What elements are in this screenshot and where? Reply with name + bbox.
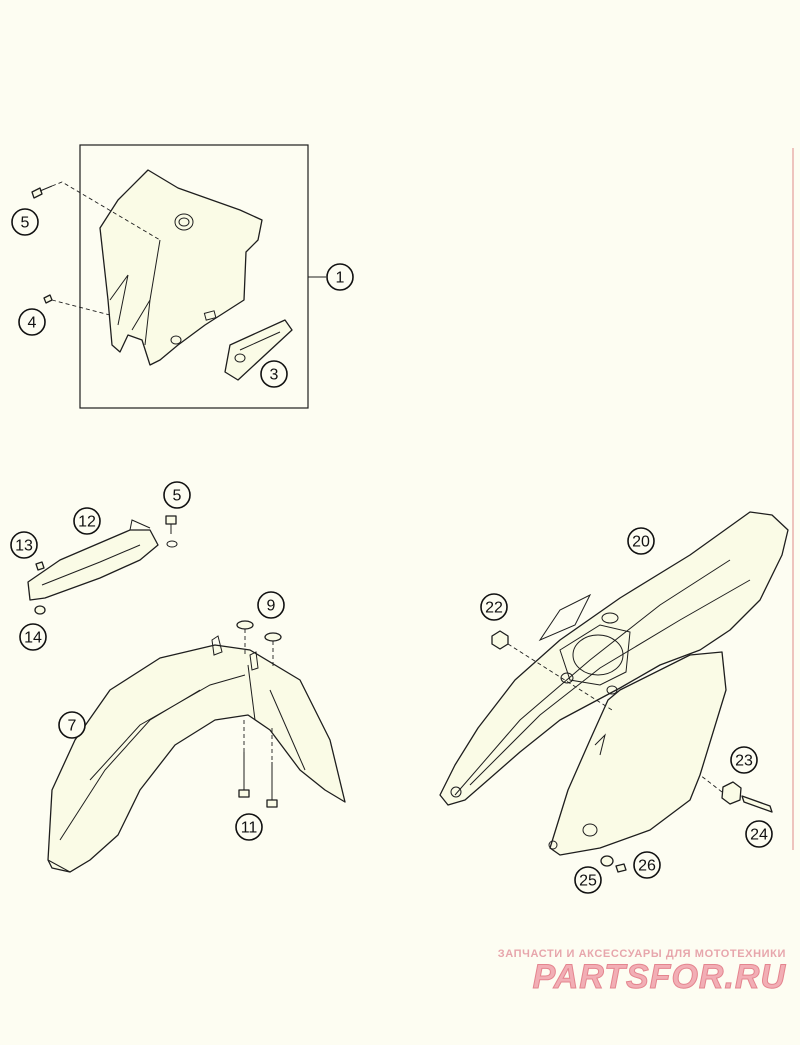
callout-3-label: 3	[270, 367, 279, 384]
callout-20: 20	[627, 527, 655, 555]
callout-7: 7	[58, 711, 86, 739]
front-fender-part-7	[47, 635, 346, 873]
leader-4	[51, 299, 111, 316]
callout-1: 1	[326, 263, 354, 291]
washer-part-25	[600, 855, 614, 867]
bolt-part-11-b	[266, 762, 278, 808]
callout-12: 12	[73, 507, 101, 535]
bolt-part-11-a	[238, 752, 250, 798]
washer-part-9-b	[264, 632, 282, 642]
callout-11: 11	[235, 813, 263, 841]
watermark: ЗАПЧАСТИ И АКСЕССУАРЫ ДЛЯ МОТОТЕХНИКИ PA…	[498, 948, 786, 997]
leader-5a	[51, 181, 161, 241]
callout-12-label: 12	[78, 514, 96, 531]
callout-23-label: 23	[735, 753, 753, 770]
screw-part-5-top	[31, 185, 53, 199]
watermark-tagline: ЗАПЧАСТИ И АКСЕССУАРЫ ДЛЯ МОТОТЕХНИКИ	[497, 948, 786, 960]
screw-part-4	[43, 294, 53, 304]
callout-25: 25	[574, 866, 602, 894]
screw-part-13	[35, 561, 45, 571]
callout-25-label: 25	[579, 873, 597, 890]
callout-3: 3	[260, 360, 288, 388]
screw-part-5-mid	[165, 515, 177, 534]
callout-7-label: 7	[68, 718, 77, 735]
callout-23: 23	[730, 746, 758, 774]
callout-26-label: 26	[638, 858, 656, 875]
bolt-part-24	[741, 795, 773, 813]
callout-22-label: 22	[485, 600, 503, 617]
rear-fender-part-20	[439, 511, 789, 806]
callout-13-label: 13	[15, 538, 33, 555]
callout-9-label: 9	[267, 598, 276, 615]
brace-part-12	[27, 519, 178, 601]
callout-5-mid-label: 5	[173, 488, 182, 505]
callout-24: 24	[745, 820, 773, 848]
callout-4-label: 4	[28, 315, 37, 332]
callout-14: 14	[19, 623, 47, 651]
callout-22: 22	[480, 593, 508, 621]
callout-5-mid: 5	[163, 481, 191, 509]
callout-13: 13	[10, 531, 38, 559]
nut-part-22	[491, 630, 509, 650]
washer-part-9-a	[236, 620, 254, 630]
washer-part-14	[34, 605, 46, 615]
callout-14-label: 14	[24, 630, 42, 647]
leader-23	[699, 774, 723, 793]
callout-11-label: 11	[241, 820, 258, 837]
callout-4: 4	[18, 308, 46, 336]
callout-5-top-label: 5	[21, 215, 30, 232]
number-plate	[99, 169, 263, 366]
nut-part-23	[721, 781, 742, 805]
callout-1-label: 1	[336, 270, 345, 287]
callout-9: 9	[257, 591, 285, 619]
callout-5-top: 5	[11, 208, 39, 236]
watermark-logo: PARTSFOR.RU	[532, 958, 786, 997]
screw-part-26	[615, 863, 627, 873]
sticker-part-3	[224, 319, 293, 381]
callout-26: 26	[633, 851, 661, 879]
callout-24-label: 24	[750, 827, 768, 844]
side-panel	[548, 651, 727, 856]
callout-20-label: 20	[632, 534, 650, 551]
